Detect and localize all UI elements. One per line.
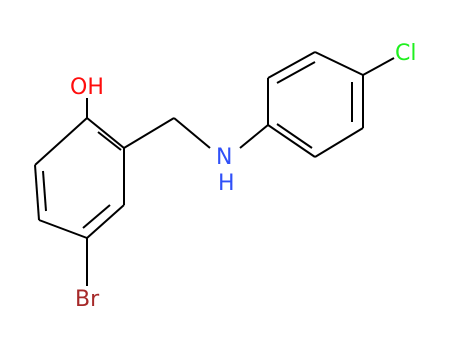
- bond-double-inner: [276, 123, 313, 149]
- bonds: [34, 51, 395, 286]
- bond: [34, 117, 88, 166]
- chloro-label: Cl: [395, 41, 416, 66]
- bond-double-inner: [82, 204, 111, 229]
- atom-labels: OH N H Cl Br: [70, 41, 416, 312]
- bond: [267, 51, 316, 79]
- bond-c-ch2: [123, 117, 175, 149]
- bond-c-cl: [362, 57, 395, 76]
- bond: [86, 204, 125, 239]
- bond-ch2-n: [173, 117, 211, 149]
- bond-double-inner: [276, 61, 316, 84]
- bond-n-c: [239, 124, 269, 149]
- amine-hydrogen-label: H: [218, 171, 235, 196]
- amine-label: N: [216, 145, 232, 170]
- bond: [314, 51, 364, 76]
- bond: [38, 219, 88, 239]
- bromo-label: Br: [75, 287, 100, 312]
- bond-double-inner: [97, 131, 122, 151]
- bond: [267, 124, 316, 158]
- bond: [314, 127, 364, 158]
- hydroxyl-label: OH: [70, 75, 104, 100]
- bond: [86, 117, 125, 149]
- bond-double-inner: [42, 170, 47, 212]
- bond: [34, 164, 40, 221]
